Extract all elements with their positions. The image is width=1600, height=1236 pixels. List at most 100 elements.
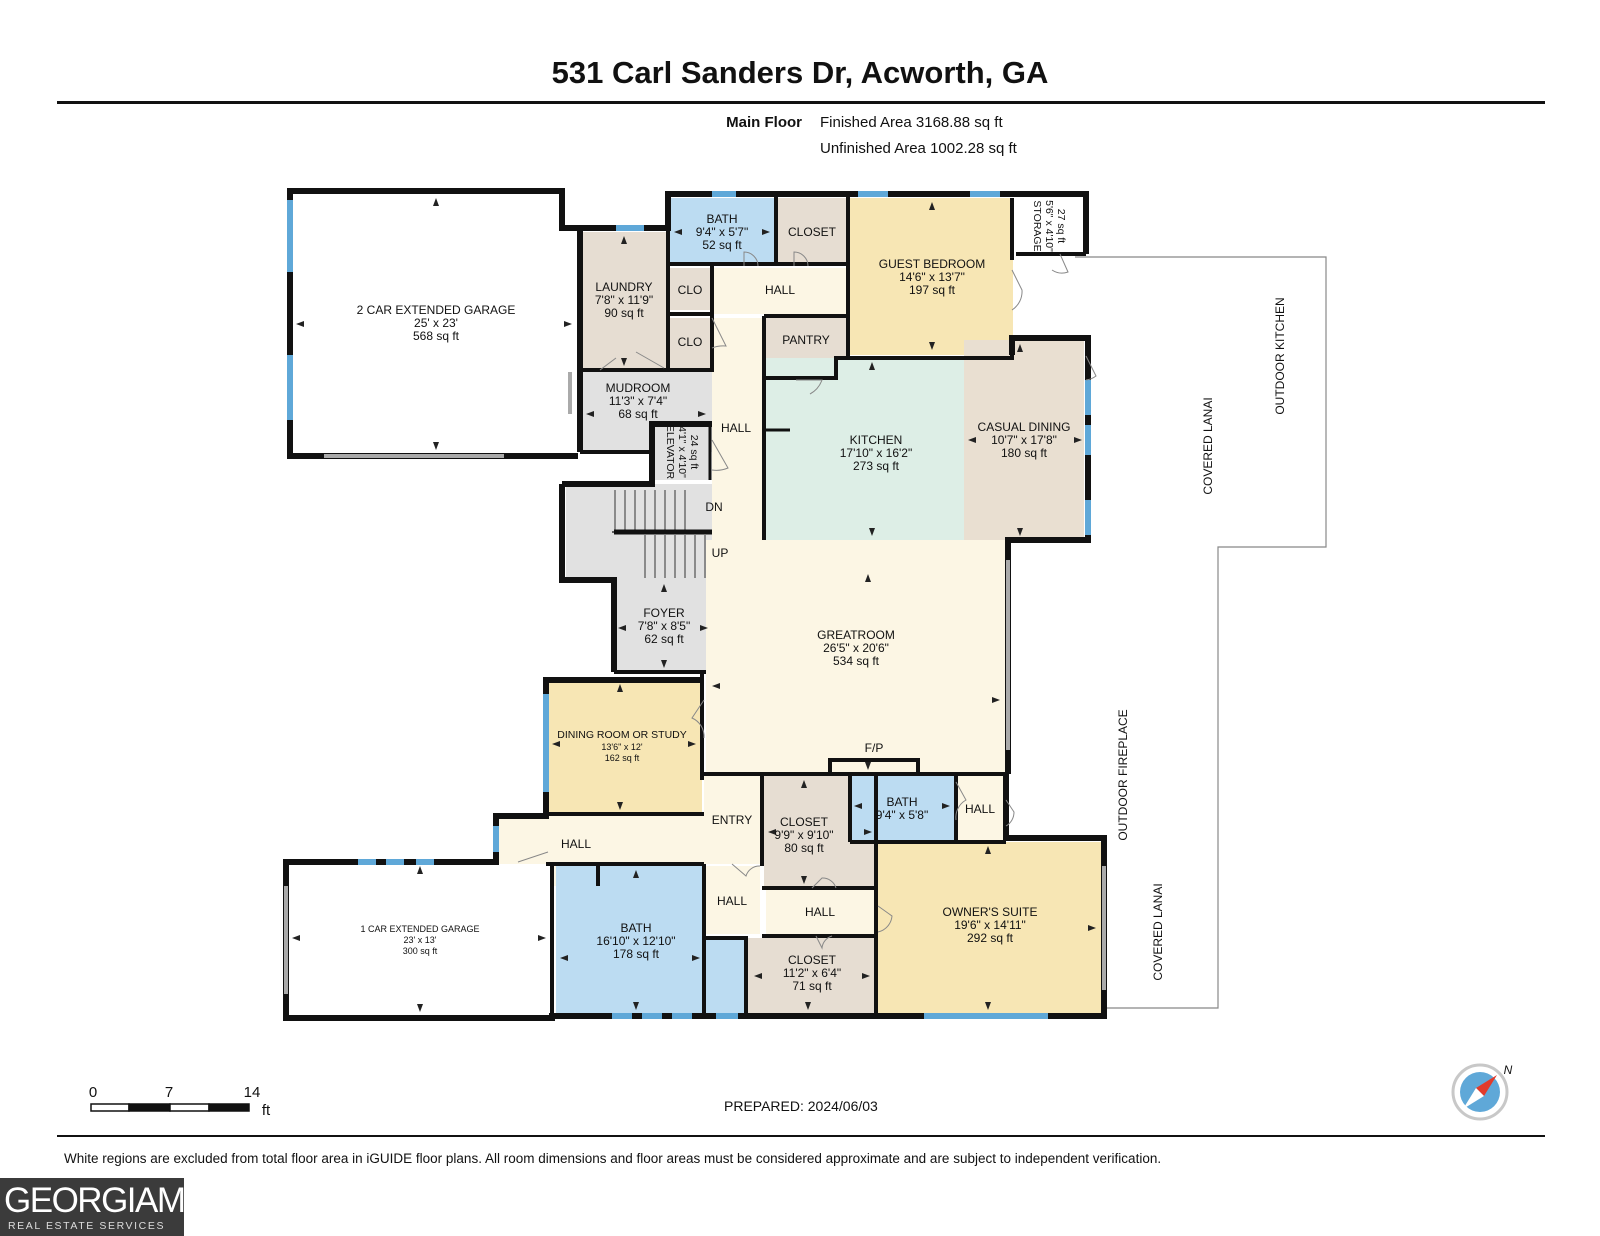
disclaimer-text: White regions are excluded from total fl… (64, 1151, 1162, 1166)
guest-bedroom-dims: 14'6" x 13'7" (899, 270, 965, 284)
hall-mid-fill (712, 318, 764, 540)
owners-suite-area: 292 sq ft (967, 931, 1014, 945)
fireplace-label: F/P (865, 741, 884, 755)
bath1-area: 52 sq ft (702, 238, 742, 252)
finished-area: Finished Area 3168.88 sq ft (820, 114, 1003, 131)
hall-mid-name: HALL (721, 421, 751, 435)
clo2-fill (668, 318, 712, 368)
prepared-date: PREPARED: 2024/06/03 (724, 1098, 878, 1114)
clo1-name: CLO (678, 283, 703, 297)
outdoor-kitchen-label: OUTDOOR KITCHEN (1273, 297, 1287, 414)
entry-fill (704, 776, 762, 864)
laundry-dims: 7'8" x 11'9" (595, 293, 653, 307)
hall-lower-fill (498, 816, 704, 864)
foyer-area: 62 sq ft (644, 632, 684, 646)
entry-name: ENTRY (712, 813, 752, 827)
hall-top-name: HALL (765, 283, 795, 297)
storage-fill (1016, 198, 1080, 254)
outdoor-fireplace-label: OUTDOOR FIREPLACE (1116, 709, 1130, 840)
laundry-area: 90 sq ft (604, 306, 644, 320)
compass-north-label: N (1504, 1063, 1513, 1077)
scale-bar: 0 7 14 ft (89, 1084, 271, 1119)
laundry-name: LAUNDRY (595, 280, 652, 294)
floor-label: Main Floor (726, 114, 802, 131)
logo-main-text: GEORGIAMLS (4, 1181, 226, 1220)
scale-tick-0: 0 (89, 1084, 97, 1101)
logo-sub-text: REAL ESTATE SERVICES (8, 1220, 166, 1232)
storage-dims: 5'6" x 4'10" (1043, 200, 1055, 252)
elevator-dims: 4'1" x 4'10" (676, 426, 688, 478)
elevator-fill (652, 424, 710, 480)
sliding-doors (284, 372, 1106, 994)
bath2-name: BATH (886, 795, 917, 809)
greatroom-fill (706, 540, 1006, 774)
page-title: 531 Carl Sanders Dr, Acworth, GA (551, 55, 1049, 90)
clo1-fill (668, 268, 712, 310)
unfinished-area: Unfinished Area 1002.28 sq ft (820, 140, 1017, 157)
bottom-rule (57, 1135, 1545, 1137)
greatroom-dims: 26'5" x 20'6" (823, 641, 889, 655)
hall-right-fill (956, 776, 1004, 840)
owners-suite-dims: 19'6" x 14'11" (954, 918, 1026, 932)
closet1-fill (778, 198, 847, 264)
garage1-area: 300 sq ft (403, 946, 438, 956)
scale-tick-14: 14 (244, 1084, 261, 1101)
closet3-dims: 11'2" x 6'4" (783, 966, 841, 980)
windows (287, 191, 1091, 1019)
garage2-fill (290, 191, 578, 456)
closet3-area: 71 sq ft (792, 979, 832, 993)
closet2-dims: 9'9" x 9'10" (774, 828, 833, 842)
closet1-name: CLOSET (788, 225, 837, 239)
covered-lanai-bottom-label: COVERED LANAI (1151, 883, 1165, 980)
door-swings (517, 251, 1097, 950)
dimension-markers (292, 198, 1096, 1012)
covered-lanai-top-label: COVERED LANAI (1201, 397, 1215, 494)
scale-tick-7: 7 (165, 1084, 173, 1101)
kitchen-name: KITCHEN (850, 433, 903, 447)
bath3-area: 178 sq ft (613, 947, 660, 961)
garage2-name: 2 CAR EXTENDED GARAGE (357, 303, 516, 317)
lanai-outline (1075, 256, 1327, 1009)
hall-small-fill (704, 866, 760, 934)
garage2-dims: 25' x 23' (414, 316, 458, 330)
dining-study-name: DINING ROOM OR STUDY (557, 729, 687, 741)
foyer-fill (614, 580, 712, 672)
pantry-fill (765, 316, 847, 364)
kitchen-fill (764, 358, 964, 540)
garage2-area: 568 sq ft (413, 329, 460, 343)
mudroom-area: 68 sq ft (618, 407, 658, 421)
hall-lower-name: HALL (561, 837, 591, 851)
hall-small-name: HALL (717, 894, 747, 908)
bath1-dims: 9'4" x 5'7" (696, 225, 748, 239)
bath1-fill (668, 198, 776, 264)
garage1-dims: 23' x 13' (404, 935, 437, 945)
elevator-name: ELEVATOR (664, 425, 676, 480)
closet2-area: 80 sq ft (784, 841, 824, 855)
guest-bedroom-name: GUEST BEDROOM (879, 257, 985, 271)
closet3-fill (748, 938, 876, 1014)
georgiamls-logo: GEORGIAMLS REAL ESTATE SERVICES (0, 1178, 226, 1236)
owners-suite-name: OWNER'S SUITE (943, 905, 1038, 919)
top-rule (57, 101, 1545, 104)
owners-suite-fill (878, 842, 1104, 1014)
garage1-name: 1 CAR EXTENDED GARAGE (360, 924, 479, 934)
greatroom-name: GREATROOM (817, 628, 895, 642)
mudroom-name: MUDROOM (606, 381, 671, 395)
closet2-name: CLOSET (780, 815, 829, 829)
storage-area: 27 sq ft (1055, 209, 1067, 244)
elevator-area: 24 sq ft (688, 435, 700, 470)
bath2-dims: 9'4" x 5'8" (876, 808, 928, 822)
laundry-fill (580, 232, 670, 369)
hall-right-name: HALL (965, 802, 995, 816)
closet3-name: CLOSET (788, 953, 837, 967)
guest-bedroom-area: 197 sq ft (909, 283, 956, 297)
storage-name: STORAGE (1031, 200, 1043, 251)
dining-study-area: 162 sq ft (605, 753, 640, 763)
casual-dining-fill (964, 340, 1084, 540)
casual-dining-area: 180 sq ft (1001, 446, 1048, 460)
greatroom-area: 534 sq ft (833, 654, 880, 668)
foyer-name: FOYER (643, 606, 685, 620)
foyer-dims: 7'8" x 8'5" (638, 619, 690, 633)
hall-top-fill (712, 268, 848, 314)
